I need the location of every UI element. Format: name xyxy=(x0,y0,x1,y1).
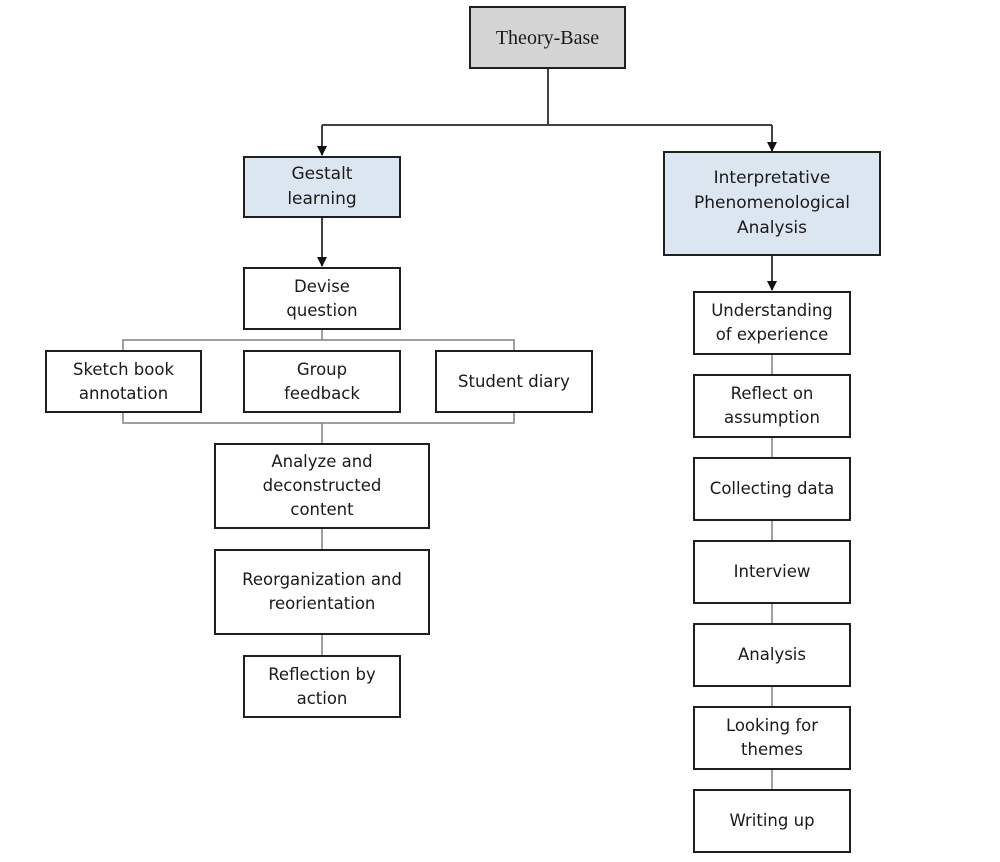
reflection-by-action-node: Reflection by action xyxy=(243,655,401,718)
student-diary-node: Student diary xyxy=(435,350,593,413)
ipa-node: Interpretative Phenomenological Analysis xyxy=(663,151,881,256)
reorganization-reorientation-node: Reorganization and reorientation xyxy=(214,549,430,635)
gestalt-learning-node: Gestalt learning xyxy=(243,156,401,218)
analyze-deconstructed-content-node: Analyze and deconstructed content xyxy=(214,443,430,529)
sketch-book-annotation-node: Sketch book annotation xyxy=(45,350,202,413)
analysis-node: Analysis xyxy=(693,623,851,687)
devise-question-node: Devise question xyxy=(243,267,401,330)
bracket-top xyxy=(122,339,515,351)
understanding-of-experience-node: Understanding of experience xyxy=(693,291,851,355)
bracket-bottom xyxy=(122,412,515,424)
theory-base-node: Theory-Base xyxy=(469,6,626,69)
writing-up-node: Writing up xyxy=(693,789,851,853)
reflect-on-assumption-node: Reflect on assumption xyxy=(693,374,851,438)
collecting-data-node: Collecting data xyxy=(693,457,851,521)
interview-node: Interview xyxy=(693,540,851,604)
looking-for-themes-node: Looking for themes xyxy=(693,706,851,770)
group-feedback-node: Group feedback xyxy=(243,350,401,413)
